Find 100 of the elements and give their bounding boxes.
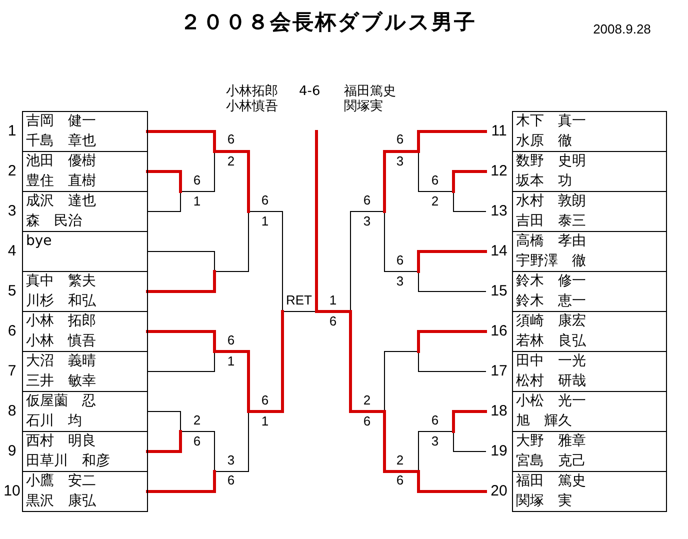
score: 6 (227, 334, 235, 346)
team-box (512, 151, 667, 192)
score: 3 (363, 214, 371, 228)
seed-number: 9 (8, 444, 16, 458)
player-name: 豊住 直樹 (26, 173, 96, 189)
score: 6 (227, 474, 235, 486)
player-name: 千島 章也 (26, 133, 96, 149)
player-name: 水村 敦朗 (516, 193, 586, 209)
player-name: 真中 繁夫 (26, 273, 96, 289)
player-name: 小林 拓郎 (26, 313, 96, 329)
score: 1 (261, 414, 269, 428)
score: 6 (363, 414, 371, 428)
bracket-line (418, 351, 486, 372)
title: ２００８会長杯ダブルス男子 (180, 10, 476, 34)
player-name: 吉岡 健一 (26, 113, 96, 129)
player-name: 森 民治 (26, 213, 82, 229)
score: 3 (431, 434, 439, 448)
player-name: 池田 優樹 (26, 153, 96, 169)
player-name: 数野 史明 (516, 153, 586, 169)
score: 6 (329, 314, 337, 328)
score: 3 (396, 274, 404, 288)
player-name: 三井 敏幸 (26, 373, 96, 389)
seed-number: 10 (4, 484, 20, 498)
player-name: 仮屋薗 忍 (26, 393, 96, 409)
score: 1 (261, 214, 269, 228)
player-name: 関塚実 (344, 99, 383, 114)
score: 2 (227, 154, 235, 168)
player-name: 鈴木 修一 (516, 273, 586, 289)
score: 2 (431, 194, 439, 208)
score: 1 (329, 294, 337, 306)
team-box (512, 471, 667, 512)
score: 6 (431, 414, 439, 426)
seed-number: 3 (8, 204, 16, 218)
bracket-line (315, 310, 352, 313)
score: 2 (396, 454, 404, 466)
player-name: 小林拓郎 (226, 84, 278, 99)
seed-number: 11 (491, 124, 507, 138)
bracket-line (214, 411, 249, 472)
team-box (22, 391, 148, 432)
score: 3 (227, 454, 235, 466)
team-box (512, 311, 667, 352)
team-box (22, 351, 148, 392)
bracket-line (214, 211, 249, 272)
player-name: 黒沢 康弘 (26, 493, 96, 509)
player-name: 坂本 功 (516, 173, 572, 189)
bracket-line (147, 351, 215, 372)
bracket-line (417, 330, 487, 353)
score: 3 (396, 154, 404, 168)
seed-number: 1 (8, 124, 16, 138)
retired-mark: RET (286, 294, 312, 306)
player-name: 西村 明良 (26, 433, 96, 449)
player-name: 田中 一光 (516, 353, 586, 369)
score: 2 (363, 394, 371, 406)
player-name: 宮島 克己 (516, 453, 586, 469)
bracket-line (146, 170, 182, 193)
player-name: 大野 雅章 (516, 433, 586, 449)
player-name: 水原 徹 (516, 133, 572, 149)
seed-number: 18 (490, 404, 508, 418)
player-name: 木下 真一 (516, 113, 586, 129)
player-name: 若林 良弘 (516, 333, 586, 349)
bracket-line (147, 191, 181, 212)
team-box (512, 271, 667, 312)
seed-number: 13 (490, 204, 508, 218)
seed-number: 7 (8, 364, 16, 378)
bracket-line (452, 170, 487, 193)
bracket-line (146, 470, 216, 493)
bracket-line (248, 211, 283, 312)
player-name: 小松 光一 (516, 393, 586, 409)
seed-number: 15 (490, 284, 508, 298)
score: 1 (193, 194, 201, 208)
bracket-line (453, 191, 486, 212)
bracket-line (146, 330, 216, 353)
score: 6 (396, 474, 404, 486)
bracket-line (146, 430, 182, 453)
team-box (512, 111, 667, 152)
date: 2008.9.28 (593, 22, 651, 36)
bracket-line (418, 431, 454, 472)
player-name: 小林 慎吾 (26, 333, 96, 349)
score: 1 (227, 354, 235, 368)
bracket-line (282, 311, 317, 312)
score: 6 (431, 174, 439, 186)
player-name: 川杉 和弘 (26, 293, 96, 309)
bracket-line (147, 411, 181, 432)
player-name: 大沼 義晴 (26, 353, 96, 369)
seed-number: 16 (490, 324, 508, 338)
bracket-line (147, 251, 215, 272)
player-name: 松村 研哉 (516, 373, 586, 389)
team-box (512, 431, 667, 472)
seed-number: 20 (490, 484, 508, 498)
final-score: 4-6 (299, 84, 320, 99)
bracket-line (453, 431, 486, 452)
seed-number: 4 (8, 244, 16, 258)
bracket-line (418, 271, 486, 292)
bracket-line (146, 270, 216, 293)
player-name: 吉田 泰三 (516, 213, 586, 229)
player-name: 福田 篤史 (516, 473, 586, 489)
player-name: 高橋 孝由 (516, 233, 586, 249)
player-name: 須崎 康宏 (516, 313, 586, 329)
seed-number: 17 (490, 364, 508, 378)
bracket-line (247, 310, 284, 413)
